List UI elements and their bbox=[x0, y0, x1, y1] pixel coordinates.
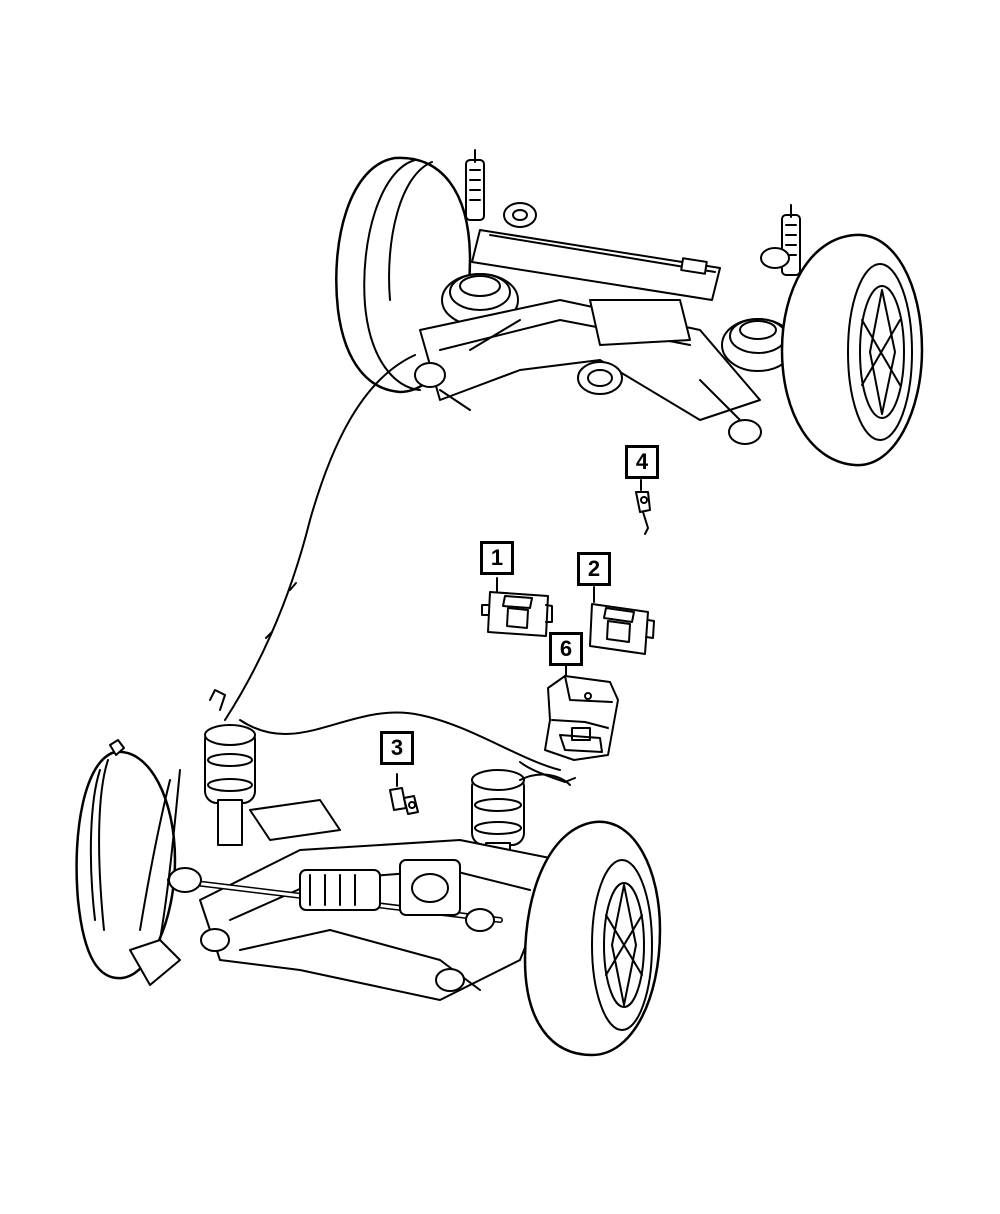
height-sensor-4[interactable] bbox=[635, 479, 651, 535]
air-line bbox=[224, 354, 576, 783]
control-module-1[interactable] bbox=[481, 577, 553, 637]
callout-3[interactable]: 3 bbox=[380, 731, 414, 765]
rear-right-wheel bbox=[780, 233, 924, 467]
front-right-wheel bbox=[523, 820, 662, 1057]
module-bracket-6[interactable] bbox=[544, 665, 619, 761]
callout-1[interactable]: 1 bbox=[480, 541, 514, 575]
callout-4[interactable]: 4 bbox=[625, 445, 659, 479]
front-left-wheel bbox=[75, 750, 177, 980]
front-left-air-strut bbox=[204, 724, 256, 846]
control-module-2[interactable] bbox=[589, 586, 655, 655]
callout-2[interactable]: 2 bbox=[577, 552, 611, 586]
callout-6[interactable]: 6 bbox=[549, 632, 583, 666]
rear-left-shock bbox=[465, 149, 485, 221]
height-sensor-3[interactable] bbox=[389, 773, 419, 815]
front-suspension-assembly bbox=[75, 689, 662, 1057]
rear-suspension-assembly bbox=[335, 149, 924, 467]
